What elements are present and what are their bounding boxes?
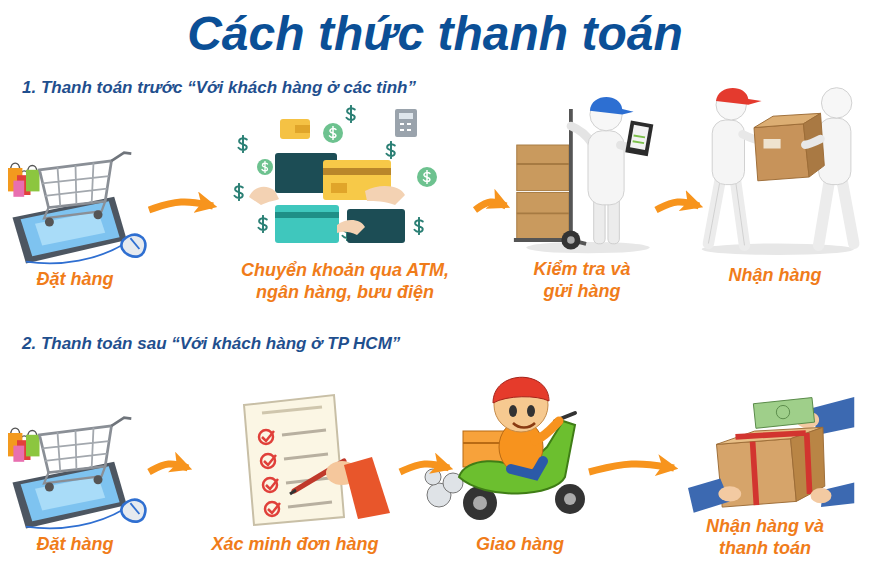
step-node: Đặt hàng	[5, 140, 145, 293]
handover-icon	[702, 88, 854, 255]
step-caption: Đặt hàng	[20, 269, 130, 291]
step-caption: Giao hàng	[463, 534, 578, 556]
payment-icon	[688, 397, 854, 513]
step-node: Xác minh đơn hàng	[194, 395, 396, 558]
section-heading: 1. Thanh toán trước “Với khách hàng ở cá…	[22, 78, 416, 98]
scooter-icon	[425, 377, 585, 520]
step-node: Đặt hàng	[5, 405, 145, 558]
cart-phone-icon	[8, 418, 145, 529]
step-caption: Nhận hàng	[715, 265, 835, 287]
flow-arrow	[149, 464, 188, 472]
flow-arrow	[400, 464, 449, 472]
checklist-icon	[244, 395, 390, 525]
step-node: Nhận hàng và thanh toán	[680, 395, 850, 562]
diagram-title: Cách thức thanh toán	[0, 6, 870, 61]
step-node: Giao hàng	[455, 365, 585, 558]
step-node: Nhận hàng	[705, 82, 845, 289]
flow-arrow	[149, 202, 213, 210]
step-caption: Nhận hàng và thanh toán	[690, 516, 840, 560]
step-caption: Xác minh đơn hàng	[200, 534, 390, 556]
step-caption: Chuyển khoản qua ATM, ngân hàng, bưu điệ…	[225, 260, 465, 304]
step-node: Kiểm tra và gửi hàng	[512, 90, 652, 305]
worker-icon	[514, 97, 653, 253]
flow-arrow	[656, 202, 699, 210]
step-caption: Kiểm tra và gửi hàng	[522, 259, 642, 303]
flow-arrow	[589, 464, 674, 472]
step-caption: Đặt hàng	[20, 534, 130, 556]
step-node: Chuyển khoản qua ATM, ngân hàng, bưu điệ…	[219, 104, 471, 306]
section-heading: 2. Thanh toán sau “Với khách hàng ở TP H…	[22, 334, 400, 354]
cart-phone-icon	[8, 153, 145, 264]
money-transfer-icon	[235, 106, 438, 243]
flow-arrow	[475, 202, 506, 210]
